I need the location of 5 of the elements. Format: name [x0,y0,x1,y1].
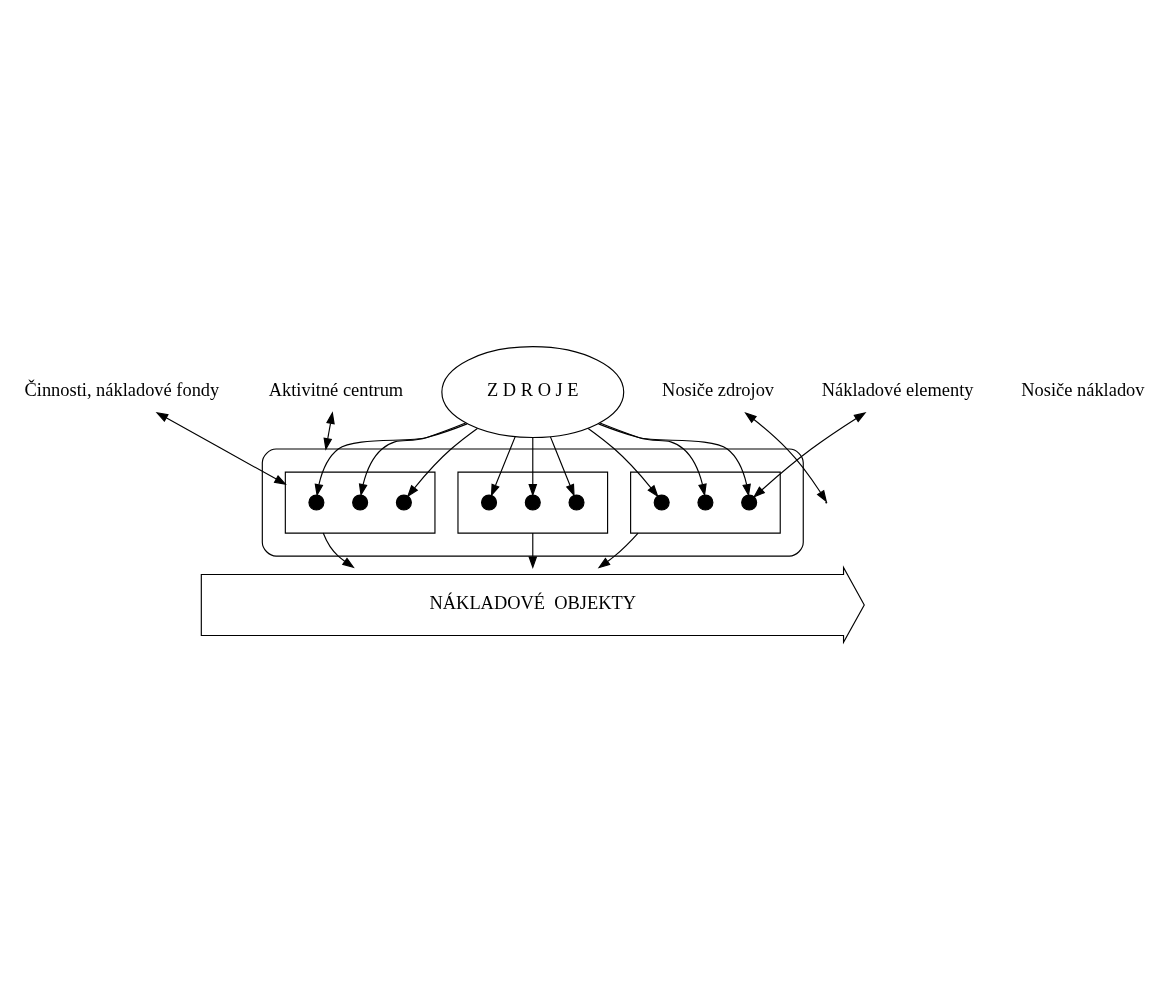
node-text: Nosiče zdrojov [662,379,775,400]
node-text: Aktivitné centrum [268,379,404,400]
node-text: Nákladové elementy [821,379,974,400]
node-text: Činnosti, nákladové fondy [24,379,220,400]
label: Nosiče nákladov [1021,379,1145,400]
